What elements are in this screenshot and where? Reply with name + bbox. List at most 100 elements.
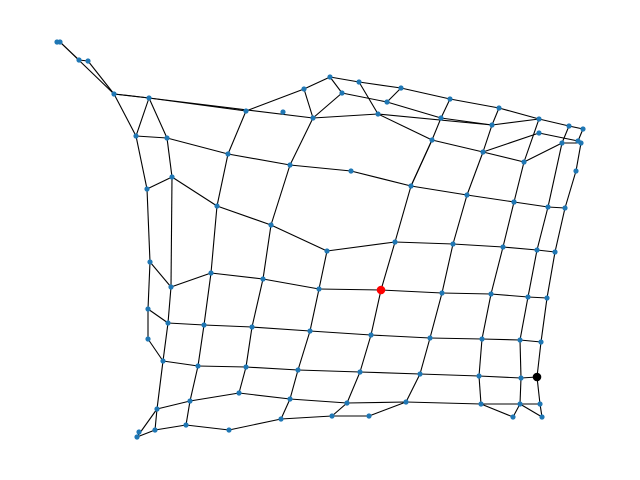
graph-edge (561, 125, 570, 144)
graph-edge (329, 76, 343, 94)
graph-node (316, 286, 322, 292)
graph-node (500, 244, 506, 250)
graph-edge (341, 92, 388, 103)
graph-node (450, 241, 456, 247)
graph-edge (554, 207, 566, 253)
graph-node (339, 90, 345, 96)
graph-edge (289, 117, 314, 166)
graph-edge (297, 369, 361, 373)
graph-node (537, 401, 543, 407)
graph-edge (482, 124, 493, 153)
graph-node (403, 399, 409, 405)
graph-edge (441, 243, 454, 294)
graph-node (538, 339, 544, 345)
graph-node (164, 135, 170, 141)
graph-node (287, 396, 293, 402)
graph-node (187, 398, 193, 404)
graph-edge (228, 418, 282, 431)
graph-edge (478, 375, 482, 405)
graph-edge (166, 137, 229, 155)
graph-node (544, 295, 550, 301)
graph-edge (346, 401, 407, 404)
graph-edge (289, 164, 352, 172)
graph-node (489, 122, 495, 128)
graph-node (152, 427, 158, 433)
graph-node (226, 427, 232, 433)
graph-edge (148, 97, 314, 119)
graph-edge (147, 261, 151, 310)
graph-edge (386, 101, 442, 119)
graph-node (356, 79, 362, 85)
graph-node (236, 390, 242, 396)
graph-node (133, 133, 139, 139)
graph-edge (523, 142, 563, 163)
graph-node (195, 363, 201, 369)
graph-node (183, 422, 189, 428)
graph-edge (481, 338, 521, 341)
graph-node (301, 86, 307, 92)
graph-edge (466, 194, 515, 203)
graph-edge (452, 243, 504, 248)
graph-edge (380, 241, 396, 291)
graph-edge (538, 118, 570, 127)
graph-edge (216, 153, 229, 207)
graph-node (348, 168, 354, 174)
graph-edge (227, 153, 291, 166)
graph-edge (135, 135, 148, 190)
graph-edge (270, 164, 291, 226)
graph-node (287, 162, 293, 168)
graph-edge (498, 107, 540, 120)
graph-edge (513, 201, 549, 208)
graph-node (243, 364, 249, 370)
graph-edge (171, 176, 218, 207)
graph-edge (519, 339, 542, 343)
graph-edge (167, 286, 172, 324)
graph-edge (519, 339, 522, 379)
graph-edge (210, 272, 264, 280)
graph-edge (449, 98, 500, 109)
graph-node (307, 328, 313, 334)
graph-node (214, 203, 220, 209)
graph-node (165, 320, 171, 326)
graph-edge (303, 88, 314, 119)
graph-edge (368, 401, 407, 417)
graph-edge (197, 365, 247, 368)
graph-edge (466, 151, 484, 196)
graph-edge (262, 278, 320, 290)
graph-edge (441, 292, 492, 295)
graph-node (476, 373, 482, 379)
graph-edge (359, 371, 421, 375)
graph-edge (189, 392, 240, 402)
graph-edge (519, 377, 522, 405)
graph-edge (162, 322, 169, 362)
graph-node (517, 401, 523, 407)
graph-node (510, 414, 516, 420)
graph-edge (329, 76, 360, 83)
graph-edge (318, 288, 382, 291)
graph-edge (203, 272, 212, 326)
graph-node (57, 39, 63, 45)
graph-node (278, 416, 284, 422)
graph-edge (536, 206, 549, 251)
graph-node (384, 99, 390, 105)
graph-edge (331, 402, 348, 417)
graph-edge (513, 161, 525, 203)
graph-edge (170, 176, 173, 288)
graph-node (357, 369, 363, 375)
graph-edge (377, 113, 433, 141)
graph-edge (564, 170, 577, 209)
graph-edge (536, 341, 542, 378)
graph-edge (419, 373, 480, 377)
graph-edge (346, 371, 361, 404)
graph-node (76, 57, 82, 63)
graph-edge (59, 41, 115, 95)
graph-edge (185, 400, 191, 426)
graph-node (375, 111, 381, 117)
graph-node (479, 336, 485, 342)
graph-edge (519, 296, 529, 341)
graph-edge (149, 261, 172, 288)
graph-edge (166, 137, 173, 178)
graph-edge (162, 360, 199, 367)
graph-node (243, 108, 249, 114)
graph-edge (491, 118, 540, 126)
